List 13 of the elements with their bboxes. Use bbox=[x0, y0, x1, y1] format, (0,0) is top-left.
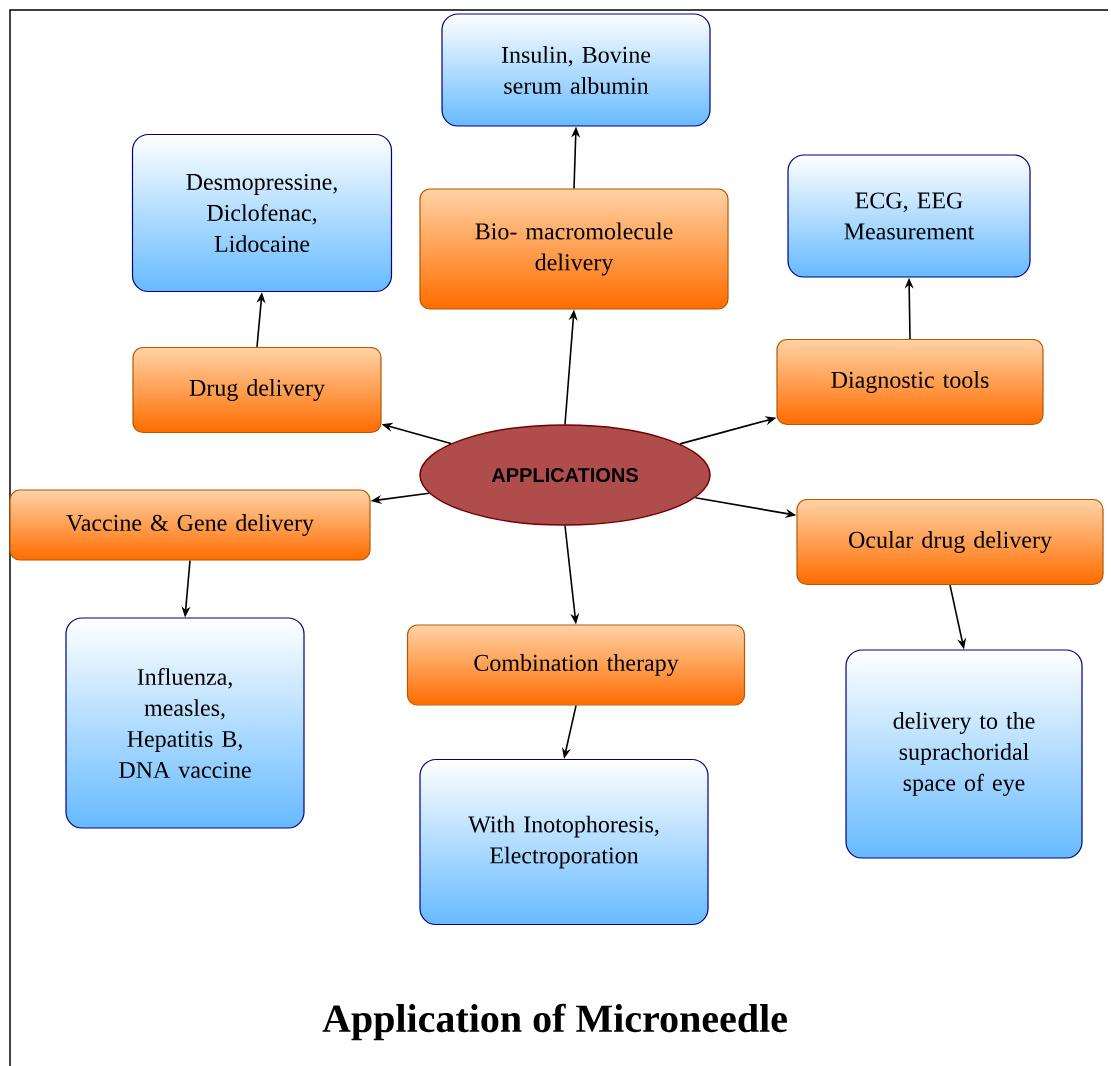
example-box: Desmopressine, Diclofenac, Lidocaine bbox=[131, 133, 393, 293]
example-box: delivery to the suprachoridal space of eye bbox=[845, 649, 1083, 859]
category-box: Bio- macromolecule delivery bbox=[419, 188, 729, 310]
example-box: Insulin, Bovine serum albumin bbox=[441, 13, 711, 127]
example-box: Influenza, measles, Hepatitis B, DNA vaccine bbox=[65, 617, 305, 829]
category-box: Ocular drug delivery bbox=[796, 498, 1104, 586]
category-box: Combination therapy bbox=[406, 624, 746, 706]
example-box: ECG, EEG Measurement bbox=[787, 154, 1031, 278]
example-box: With Inotophoresis, Electroporation bbox=[419, 758, 709, 926]
category-box: Vaccine & Gene delivery bbox=[9, 489, 371, 561]
category-box: Diagnostic tools bbox=[776, 338, 1044, 426]
title: Application of Microneedle bbox=[322, 1003, 787, 1041]
category-box: Drug delivery bbox=[132, 346, 382, 434]
